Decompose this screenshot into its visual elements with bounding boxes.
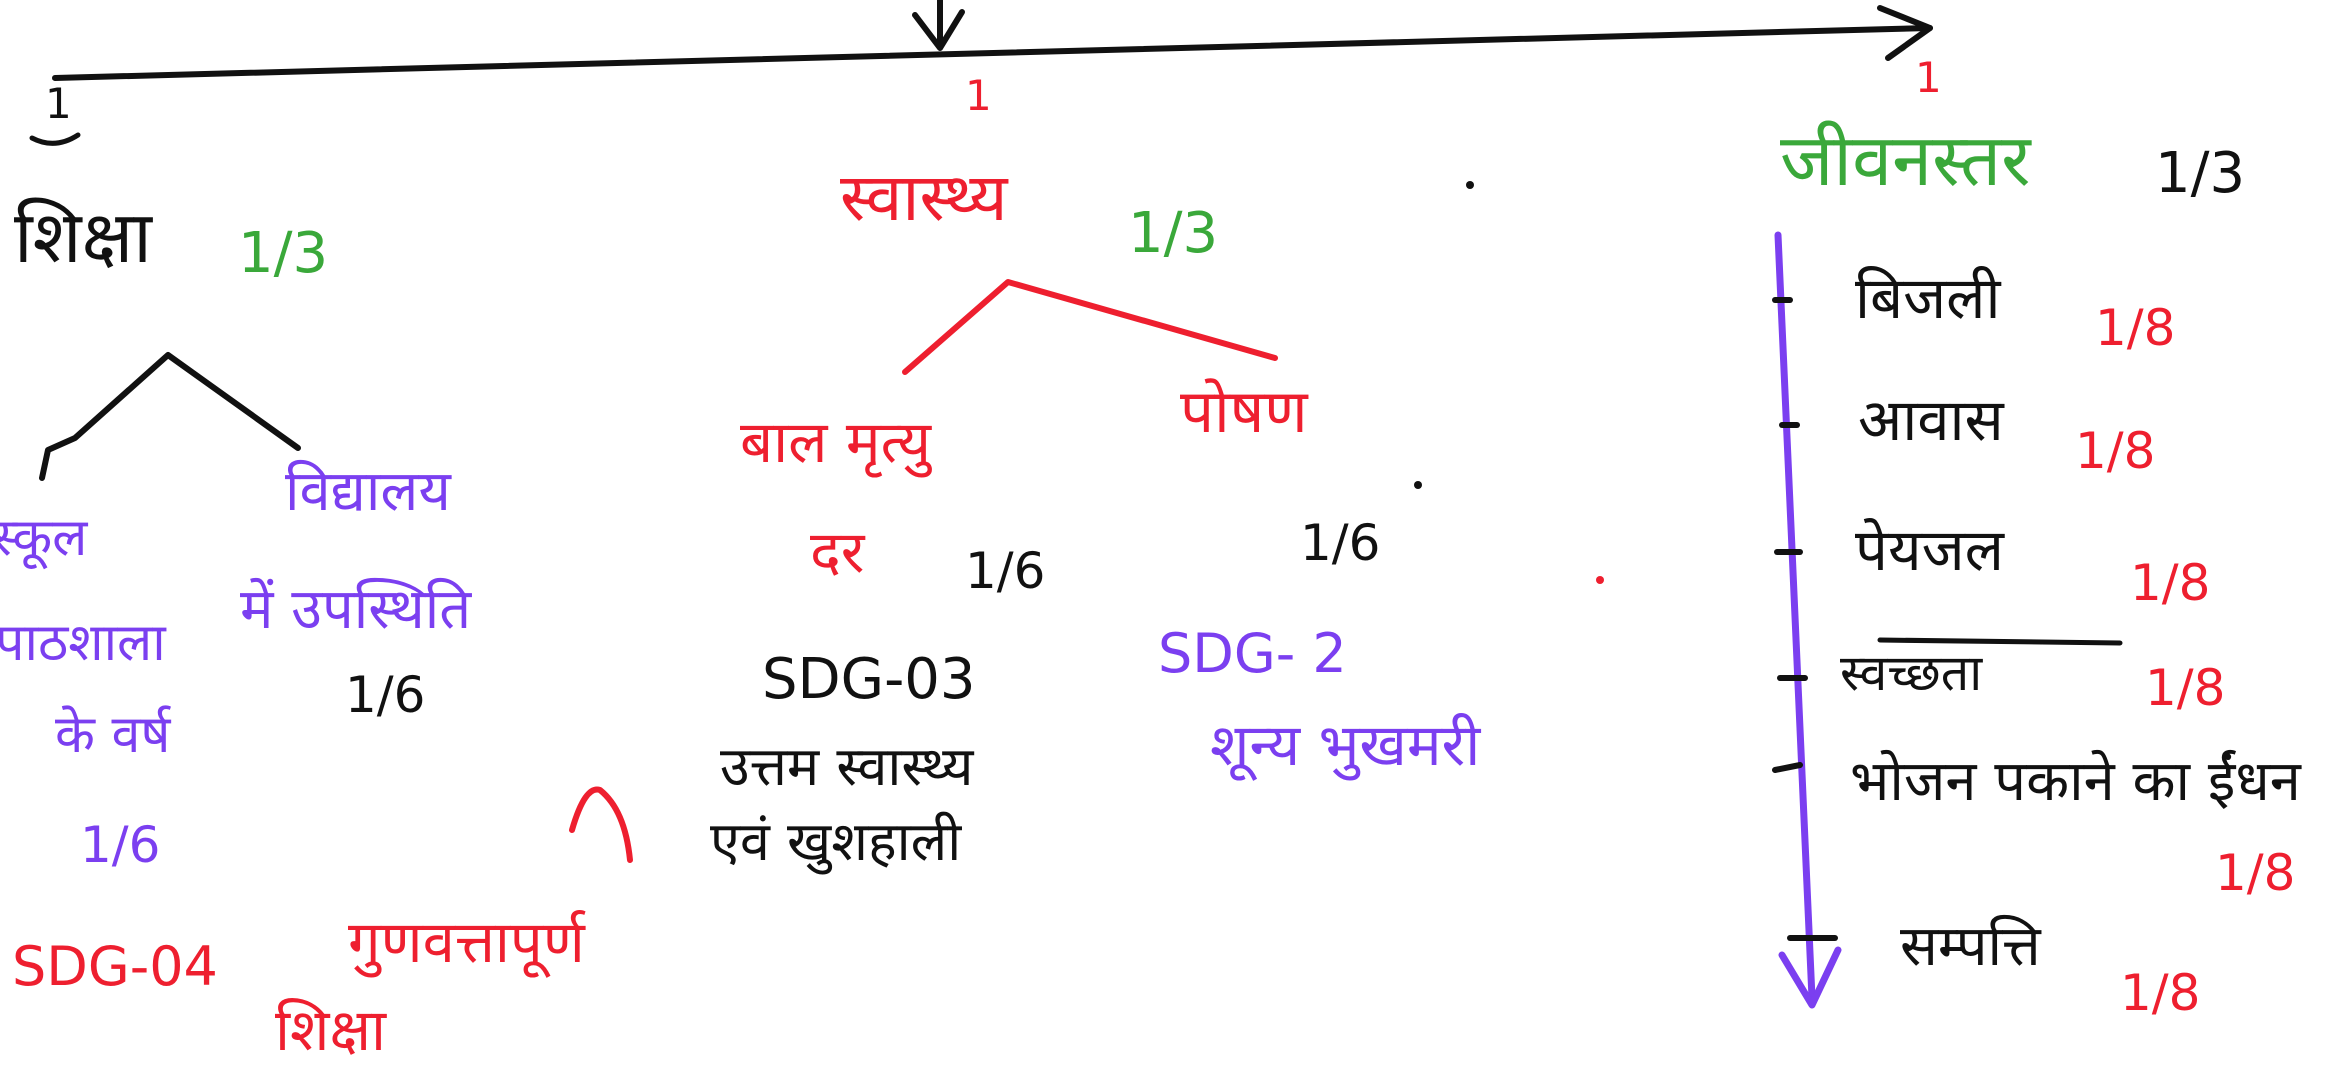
living-item-2-weight: 1/8 [2075,422,2155,480]
living-item-5-label: भोजन पकाने का ईंधन [1850,749,2302,814]
living-item-3-label: पेयजल [1855,516,2006,584]
living-item-4-overline [1877,637,2123,646]
education-title: शिक्षा [14,195,153,279]
edu-sdg-hook [569,786,633,863]
living-weight: 1/3 [2155,141,2245,206]
living-item-6-weight: 1/8 [2120,964,2200,1022]
living-tick [1772,762,1803,773]
edu-left-line-1: स्कूल [0,508,88,570]
top-number-right: 1 [1915,53,1942,102]
edu-right-line-1: विद्यालय [285,459,452,524]
living-item-1-weight: 1/8 [2095,299,2175,357]
health-right-line-1: पोषण [1180,377,1309,447]
health-right-weight: 1/6 [1300,514,1380,572]
tick-mark [29,132,81,146]
living-item-6-label: सम्पत्ति [1900,914,2042,979]
health-left-sdg-code: SDG-03 [762,647,976,712]
edu-right-line-2: में उपस्थिति [240,577,472,642]
health-left-weight: 1/6 [965,542,1045,600]
down-arrowhead [912,9,965,51]
health-branch: स्वास्थ्य 1/3 बाल मृत्यु दर 1/6 SDG-03 उ… [710,159,1604,875]
top-number-left: 1 [45,79,72,128]
stray-dot [1414,481,1422,489]
edu-right-weight: 1/6 [345,666,425,724]
edu-left-weight: 1/6 [80,816,160,874]
living-item-2-label: आवास [1858,386,2006,454]
health-left-line-2: दर [810,518,866,586]
health-left-sdg-line-1: उत्तम स्वास्थ्य [720,735,975,798]
health-tree-lines [902,279,1278,375]
living-item-4-label: स्वच्छता [1840,644,1983,702]
living-arrow-shaft [1774,231,1816,1002]
health-left-line-1: बाल मृत्यु [740,408,932,478]
top-number-middle: 1 [965,71,992,120]
living-standard-branch: जीवनस्तर 1/3 बिजली 1/8 आवास 1/8 पेयजल 1/… [1772,118,2302,1022]
health-weight: 1/3 [1128,201,1218,266]
top-connector [52,0,1933,81]
stray-dot [1466,181,1474,189]
education-tree-lines [39,352,301,481]
living-title: जीवनस्तर [1780,118,2032,202]
edu-left-line-2: पाठशाला [0,613,167,673]
edu-left-line-3: के वर्ष [55,705,171,765]
living-item-5-weight: 1/8 [2215,844,2295,902]
edu-sdg-code: SDG-04 [12,935,218,998]
living-arrowhead [1778,946,1842,1009]
living-item-3-weight: 1/8 [2130,554,2210,612]
health-left-sdg-line-2: एवं खुशहाली [710,810,962,875]
living-item-1-label: बिजली [1855,264,2002,332]
health-right-sdg-code: SDG- 2 [1158,622,1347,685]
top-horizontal-line [52,25,1933,81]
education-weight: 1/3 [238,221,328,286]
education-branch: शिक्षा 1/3 स्कूल पाठशाला के वर्ष 1/6 विद… [0,195,633,1064]
living-item-4-weight: 1/8 [2145,659,2225,717]
health-title: स्वास्थ्य [840,159,1009,236]
edu-sdg-text-line-2: शिक्षा [275,996,387,1064]
health-right-sdg-line-1: शून्य भुखमरी [1210,711,1481,781]
edu-sdg-text-line-1: गुणवत्तापूर्ण [348,908,586,978]
stray-dot [1596,576,1604,584]
right-arrowhead [1877,5,1933,61]
